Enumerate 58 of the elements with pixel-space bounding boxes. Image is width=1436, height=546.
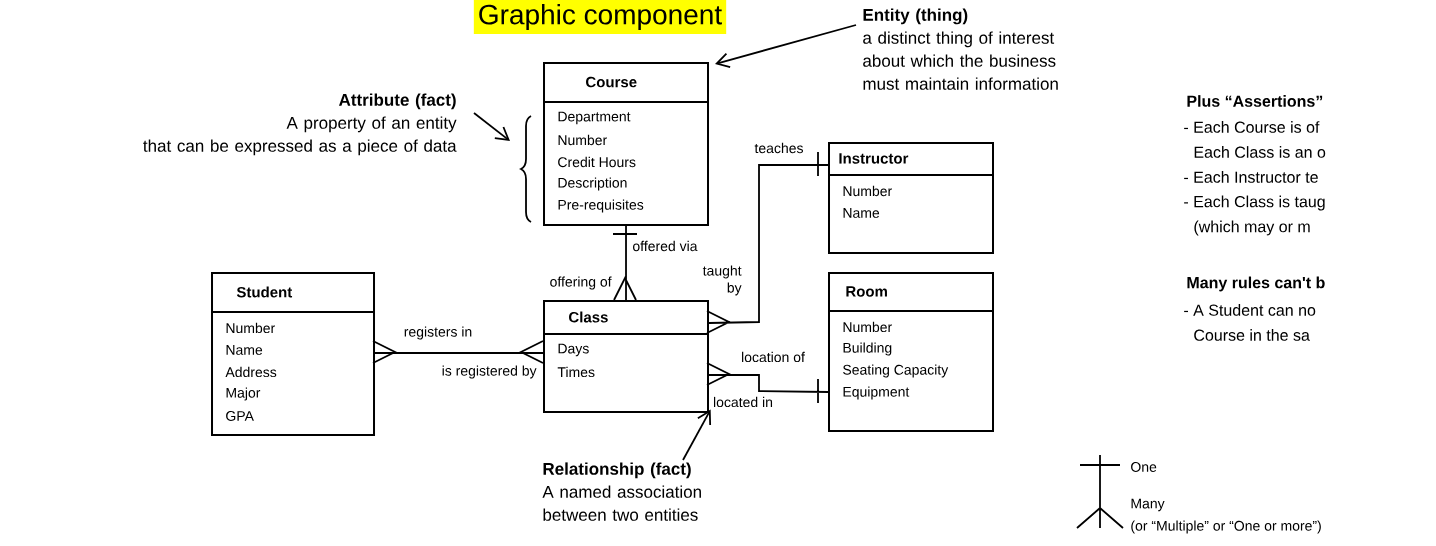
note-text: (which may or m bbox=[1194, 220, 1310, 236]
relationship-label: registers in bbox=[404, 326, 472, 340]
annotation-text: Relationship (fact) A named association between two entities bbox=[542, 462, 701, 521]
entity-box bbox=[827, 142, 994, 254]
attribute-text: Times bbox=[557, 366, 595, 378]
note-text: - A Student can no bbox=[1184, 304, 1316, 316]
attribute-text: Description bbox=[558, 177, 627, 191]
leader-arrow bbox=[682, 409, 712, 461]
relationship-label: located in bbox=[714, 396, 773, 408]
attribute-text: Name bbox=[843, 208, 880, 218]
relationship-line bbox=[706, 151, 829, 334]
attribute-text: Major bbox=[226, 387, 261, 401]
relationship-label: location of bbox=[742, 351, 805, 363]
legend-text: One bbox=[1131, 462, 1157, 472]
note-heading: Plus “Assertions” bbox=[1187, 95, 1323, 107]
leader-arrow bbox=[715, 24, 857, 68]
attribute-text: Number bbox=[226, 322, 275, 334]
relationship-line bbox=[612, 225, 638, 301]
attribute-text: Credit Hours bbox=[558, 156, 636, 168]
attribute-text: Number bbox=[558, 134, 607, 146]
annotation-text: Entity (thing) a distinct thing of interest about which the business must maintain information bbox=[863, 8, 1058, 90]
note-text: - Each Course is of bbox=[1184, 121, 1320, 133]
entity-name: Instructor bbox=[839, 153, 909, 164]
attribute-text: Pre-requisites bbox=[558, 199, 644, 213]
attribute-text: GPA bbox=[226, 411, 254, 421]
leader-arrow bbox=[473, 112, 510, 141]
attribute-text: Address bbox=[225, 366, 277, 378]
attribute-text: Name bbox=[226, 345, 263, 355]
note-text: Each Class is an o bbox=[1194, 146, 1326, 158]
attribute-text: Department bbox=[558, 111, 631, 125]
entity-name: Room bbox=[846, 286, 887, 297]
entity-name: Course bbox=[586, 76, 637, 88]
annotation-text: Attribute (fact) A property of an entity that can be expressed as a piece of data bbox=[143, 93, 457, 156]
legend-note: (or “Multiple” or “One or more”) bbox=[1131, 520, 1321, 534]
entity-box bbox=[542, 62, 709, 226]
attribute-text: Days bbox=[558, 343, 589, 357]
entity-box bbox=[542, 300, 709, 413]
entity-name: Student bbox=[236, 286, 293, 298]
relationship-label: taught by bbox=[702, 265, 742, 296]
note-text: Course in the sa bbox=[1194, 329, 1310, 341]
legend-text: Many bbox=[1131, 498, 1165, 512]
attribute-text: Seating Capacity bbox=[843, 364, 949, 378]
note-heading: Many rules can't b bbox=[1187, 276, 1325, 292]
relationship-label: teaches bbox=[754, 142, 803, 154]
relationship-label: offered via bbox=[633, 240, 698, 252]
attribute-text: Equipment bbox=[843, 386, 910, 400]
attribute-text: Building bbox=[843, 342, 892, 356]
entity-box bbox=[827, 272, 994, 432]
relationship-line bbox=[706, 362, 829, 404]
entity-box bbox=[210, 272, 375, 436]
attribute-text: Number bbox=[843, 185, 892, 197]
note-text: - Each Instructor te bbox=[1184, 171, 1318, 183]
attribute-text: Number bbox=[843, 321, 892, 333]
title-banner: Graphic component bbox=[473, 0, 727, 35]
relationship-line bbox=[372, 340, 544, 364]
entity-name: Class bbox=[569, 311, 608, 323]
note-text: - Each Class is taug bbox=[1184, 195, 1325, 211]
relationship-label: is registered by bbox=[442, 365, 537, 379]
